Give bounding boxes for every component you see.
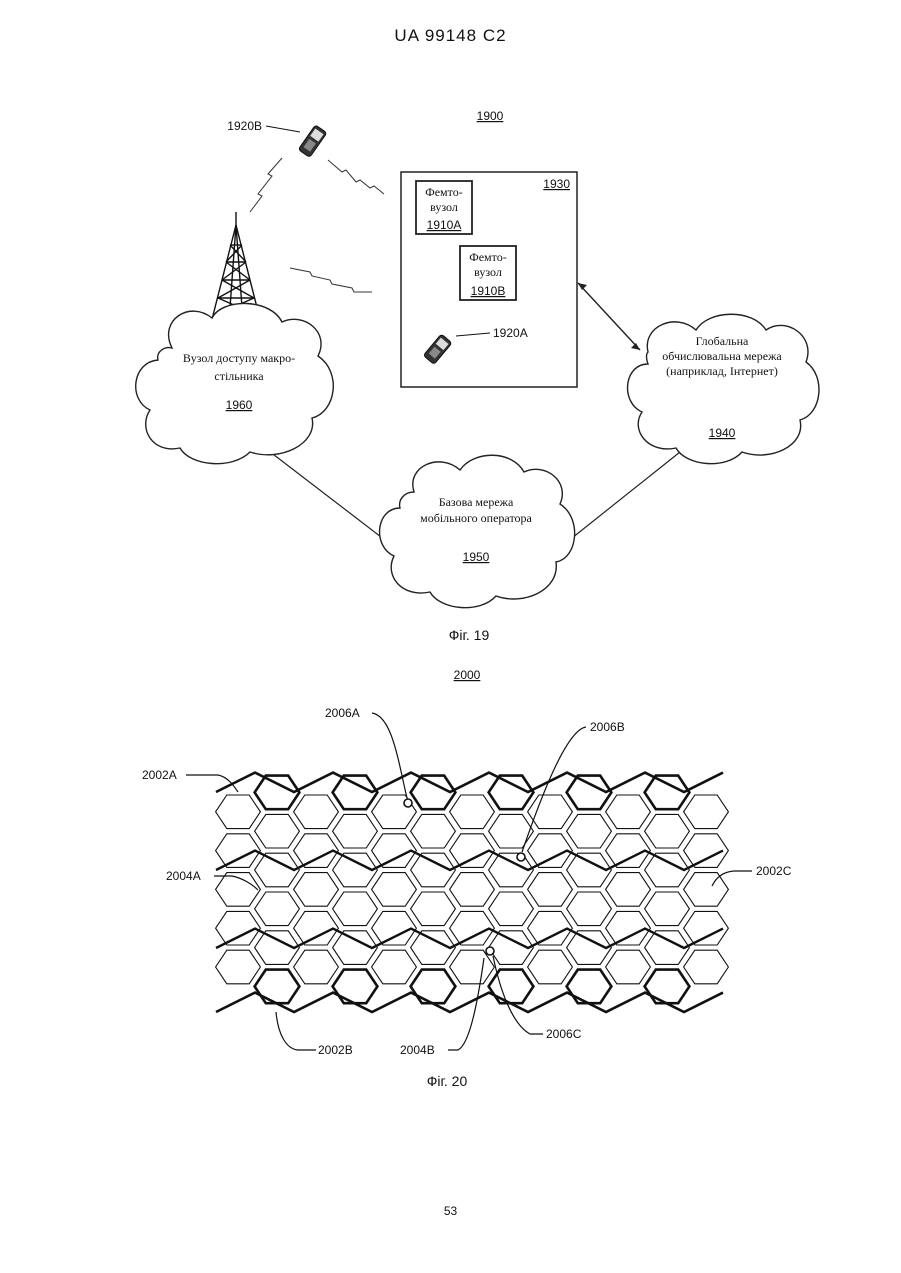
link-macro-core: [265, 448, 385, 540]
label-1920A: 1920A: [493, 326, 528, 340]
label-1930: 1930: [543, 177, 570, 191]
core-line1: Базова мережа: [439, 495, 514, 509]
hex-cell: [606, 950, 651, 984]
fig20-ref: 2000: [454, 668, 481, 682]
hex-cell: [645, 970, 690, 1004]
leader-1920B: [266, 126, 300, 132]
link-femto-internet: [578, 283, 640, 350]
macro-line2: стільника: [214, 369, 264, 383]
hex-cell: [450, 950, 495, 984]
core-line2: мобільного оператора: [420, 511, 532, 525]
hex-cell: [333, 814, 378, 848]
leader-2006C: [493, 956, 543, 1034]
core-ref: 1950: [463, 550, 490, 564]
page-number: 53: [0, 1204, 901, 1218]
fig19-caption: Фіг. 19: [449, 627, 490, 643]
hex-cell: [372, 873, 417, 907]
internet-ref: 1940: [709, 426, 736, 440]
hex-cell: [333, 892, 378, 926]
hex-cell: [528, 795, 573, 829]
hex-cell: [450, 795, 495, 829]
marker-2006A: [404, 799, 412, 807]
hex-cell: [528, 873, 573, 907]
label-2006C: 2006C: [546, 1027, 582, 1041]
macro-cloud: [136, 303, 334, 463]
hex-cell: [684, 795, 729, 829]
hex-cell: [684, 950, 729, 984]
hex-cell: [567, 970, 612, 1004]
fig20-caption: Фіг. 20: [427, 1073, 468, 1089]
label-2004B: 2004B: [400, 1043, 435, 1057]
wireless-signal-icon: [250, 158, 384, 292]
mobile-phone-icon: [298, 125, 327, 158]
hex-cell: [411, 814, 456, 848]
hex-cell: [489, 970, 534, 1004]
hex-cell: [255, 892, 300, 926]
hex-cell: [294, 795, 339, 829]
marker-2006C: [486, 947, 494, 955]
hex-cell: [606, 795, 651, 829]
femto-b-line1: Фемто-: [469, 250, 506, 264]
label-2002A: 2002A: [142, 768, 177, 782]
leader-2006A: [372, 713, 407, 798]
hex-cell: [372, 950, 417, 984]
label-2006A: 2006A: [325, 706, 360, 720]
hex-cell: [294, 873, 339, 907]
arrowhead-internet: [631, 343, 640, 350]
femto-a-ref: 1910A: [427, 218, 462, 232]
leader-2002B: [276, 1012, 316, 1050]
hex-cell: [567, 814, 612, 848]
leader-2004A: [214, 876, 258, 890]
figure-20: 2000 2006A 2006B 2002A 2004A 2002C 2002B…: [142, 668, 792, 1089]
label-2002B: 2002B: [318, 1043, 353, 1057]
label-2006B: 2006B: [590, 720, 625, 734]
hex-cell: [255, 814, 300, 848]
femto-b-ref: 1910B: [471, 284, 506, 298]
figure-19: 1900: [136, 109, 819, 643]
femto-b-line2: вузол: [474, 265, 502, 279]
hex-cell: [528, 950, 573, 984]
internet-line1: Глобальна: [696, 334, 749, 348]
hex-cell: [294, 950, 339, 984]
hexagon-grid: [216, 773, 729, 1012]
hex-cell: [450, 873, 495, 907]
core-network-cloud: [380, 455, 575, 607]
hex-cell: [216, 795, 261, 829]
macro-ref: 1960: [226, 398, 253, 412]
femto-a-line2: вузол: [430, 200, 458, 214]
hex-cell: [333, 970, 378, 1004]
label-1920B: 1920B: [227, 119, 262, 133]
macro-line1: Вузол доступу макро-: [183, 351, 295, 365]
label-2004A: 2004A: [166, 869, 201, 883]
internet-line3: (наприклад, Інтернет): [666, 364, 778, 378]
hex-cell: [489, 814, 534, 848]
arrowhead-femto: [578, 283, 587, 290]
link-internet-core: [572, 452, 680, 538]
hex-cell: [684, 873, 729, 907]
hex-cell: [606, 873, 651, 907]
hex-cell: [255, 970, 300, 1004]
internet-line2: обчислювальна мережа: [662, 349, 782, 363]
hex-cell: [489, 892, 534, 926]
hex-cell: [216, 950, 261, 984]
fig19-ref: 1900: [477, 109, 504, 123]
marker-2006B: [517, 853, 525, 861]
hex-cell: [567, 892, 612, 926]
hex-cell: [411, 892, 456, 926]
hex-cell: [411, 970, 456, 1004]
femto-a-line1: Фемто-: [425, 185, 462, 199]
hex-cell: [645, 892, 690, 926]
label-2002C: 2002C: [756, 864, 792, 878]
hex-cell: [645, 814, 690, 848]
